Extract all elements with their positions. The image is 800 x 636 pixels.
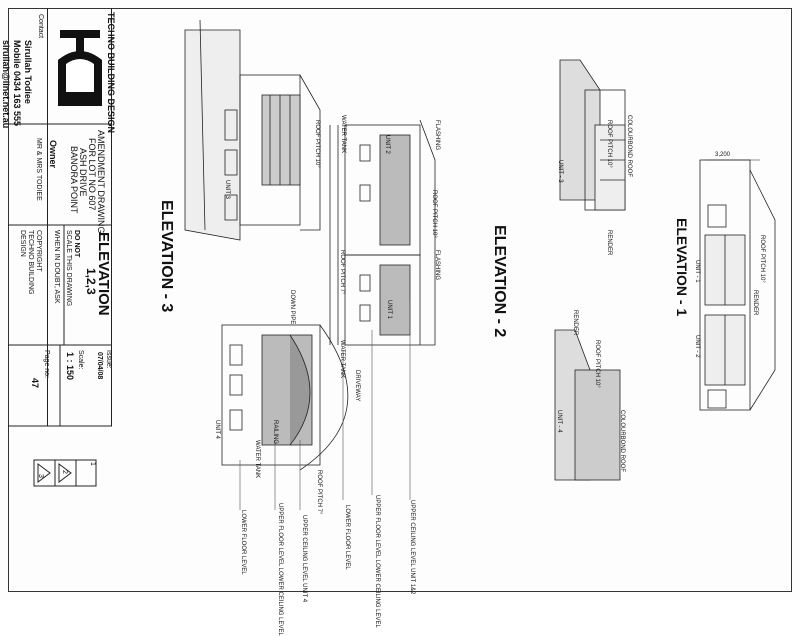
label-unit-2: UNIT 2 — [384, 135, 390, 154]
label-water-tank-2: WATER TANK — [254, 440, 260, 479]
title-block-lines — [8, 123, 112, 427]
label-upper-ceiling-12: UPPER CEILING LEVEL UNIT 1&2 — [409, 500, 415, 595]
title-block — [8, 8, 112, 426]
label-roof-pitch-6: ROOF PITCH 10° — [594, 340, 600, 388]
label-upper-floor-4: UPPER FLOOR LEVEL LOWER CEILING LEVEL — [277, 503, 283, 636]
label-render-2: RENDER — [572, 310, 578, 336]
techno-logo — [58, 30, 102, 106]
key-plan — [33, 459, 97, 487]
elevation-drawings — [184, 19, 776, 510]
elevation-1-drawing — [699, 159, 776, 411]
label-flashing-2: FLASHING — [434, 250, 440, 281]
label-roof-pitch-2: ROOF PITCH 10° — [431, 190, 437, 238]
label-water-tank-3: WATER TANK — [339, 340, 345, 379]
elevation-2-drawing — [329, 119, 436, 346]
label-unit-1b: UNIT - 1 — [694, 260, 700, 283]
label-roof-pitch-4: ROOF PITCH 7° — [316, 470, 322, 515]
label-unit-3: UNIT 3 — [224, 180, 230, 199]
elevation-1-title: ELEVATION - 1 — [674, 218, 690, 317]
label-unit-2b: UNIT - 2 — [694, 335, 700, 358]
label-down-pipe: DOWN PIPE — [289, 290, 295, 325]
label-driveway: DRIVEWAY — [354, 370, 360, 402]
label-roof-pitch-3: ROOF PITCH 7° — [339, 250, 345, 295]
label-roof-pitch-5: ROOF PITCH 10° — [606, 120, 612, 168]
elevation-2-side-units — [554, 59, 626, 481]
label-colourbond-1: COLOURBOND ROOF — [626, 115, 632, 178]
label-water-tank-1: WATER TANK — [340, 115, 346, 154]
label-flashing-1: FLASHING — [434, 120, 440, 151]
label-unit-1: UNIT 1 — [386, 300, 392, 319]
elevation-3-unit4 — [221, 324, 349, 471]
label-upper-ceiling-4: UPPER CEILING LEVEL UNIT 4 — [301, 515, 307, 603]
elevation-2-title: ELEVATION - 2 — [491, 225, 508, 338]
label-lower-floor: LOWER FLOOR LEVEL — [344, 505, 350, 570]
drawing-sheet: TECHNO BUILDING DESIGN Contact Sirullah … — [1, 8, 792, 636]
level-lines — [239, 300, 411, 510]
label-colourbond-2: COLOURBOND ROOF — [619, 410, 625, 473]
label-lower-floor-4: LOWER FLOOR LEVEL — [240, 510, 246, 575]
sheet-border — [8, 8, 792, 592]
label-render-3: RENDER — [752, 290, 758, 316]
contact-column — [8, 8, 48, 426]
label-unit-4: UNIT 4 — [214, 420, 220, 439]
elevation-3-title: ELEVATION - 3 — [158, 200, 175, 313]
label-unit-3b: UNIT - 3 — [557, 160, 563, 183]
label-upper-floor-12: UPPER FLOOR LEVEL LOWER CEILING LEVEL — [374, 495, 380, 628]
elevation-3-drawing — [184, 19, 321, 241]
label-dim-3200: 3,200 — [715, 152, 731, 158]
label-railing: RAILING — [272, 420, 278, 445]
label-render-1: RENDER — [606, 230, 612, 256]
label-roof-pitch-7: ROOF PITCH 10° — [759, 235, 765, 283]
label-unit-4b: UNIT - 4 — [556, 410, 562, 433]
logo-graphic — [58, 30, 102, 106]
label-roof-pitch-1: ROOF PITCH 10° — [314, 120, 320, 168]
